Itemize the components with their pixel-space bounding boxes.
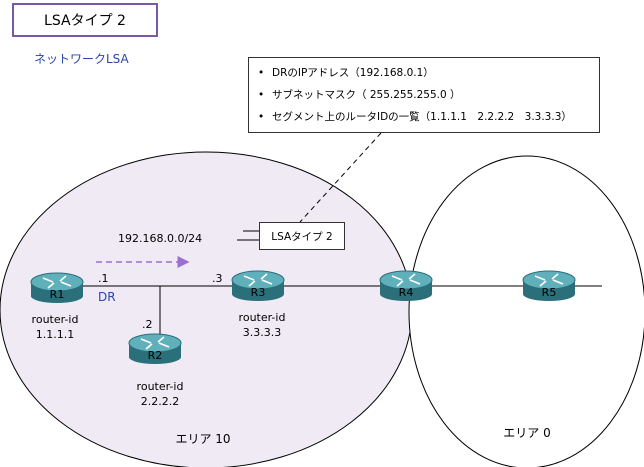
- callout-item-dr-ip: DRのIPアドレス（192.168.0.1）: [258, 63, 599, 85]
- router-r2-name: R2: [147, 349, 163, 362]
- area-10-label: エリア 10: [175, 432, 231, 446]
- callout-item-subnet-mask: サブネットマスク（ 255.255.255.0 ）: [258, 85, 599, 107]
- r3-router-id-value: 3.3.3.3: [242, 326, 282, 339]
- router-r5-name: R5: [541, 286, 557, 299]
- page-subtitle: ネットワークLSA: [34, 52, 129, 66]
- r2-router-id-value: 2.2.2.2: [140, 395, 180, 408]
- callout-item-router-id-list: セグメント上のルータIDの一覧（1.1.1.1 2.2.2.2 3.3.3.3）: [258, 107, 599, 129]
- callout-leader-line: [299, 132, 382, 223]
- r2-address-label: .2: [142, 318, 153, 331]
- dr-label: DR: [98, 290, 116, 304]
- area-10-ellipse: [0, 151, 413, 467]
- r1-router-id-caption: router-id: [31, 313, 79, 326]
- r1-router-id-value: 1.1.1.1: [35, 328, 75, 341]
- router-r4-name: R4: [398, 286, 414, 299]
- lsa-type2-packet: LSAタイプ 2: [259, 222, 345, 250]
- subnet-label: 192.168.0.0/24: [118, 232, 203, 245]
- area-0-label: エリア 0: [503, 426, 551, 440]
- area-0-ellipse: [408, 155, 644, 467]
- r2-router-id-caption: router-id: [136, 380, 184, 393]
- r1-address-label: .1: [98, 272, 109, 285]
- r3-router-id-caption: router-id: [238, 311, 286, 324]
- r3-address-label: .3: [212, 272, 223, 285]
- router-r3-name: R3: [250, 286, 266, 299]
- page-title: LSAタイプ 2: [12, 3, 158, 37]
- lsa-contents-callout: DRのIPアドレス（192.168.0.1） サブネットマスク（ 255.255…: [248, 57, 600, 133]
- router-r1-name: R1: [49, 288, 65, 301]
